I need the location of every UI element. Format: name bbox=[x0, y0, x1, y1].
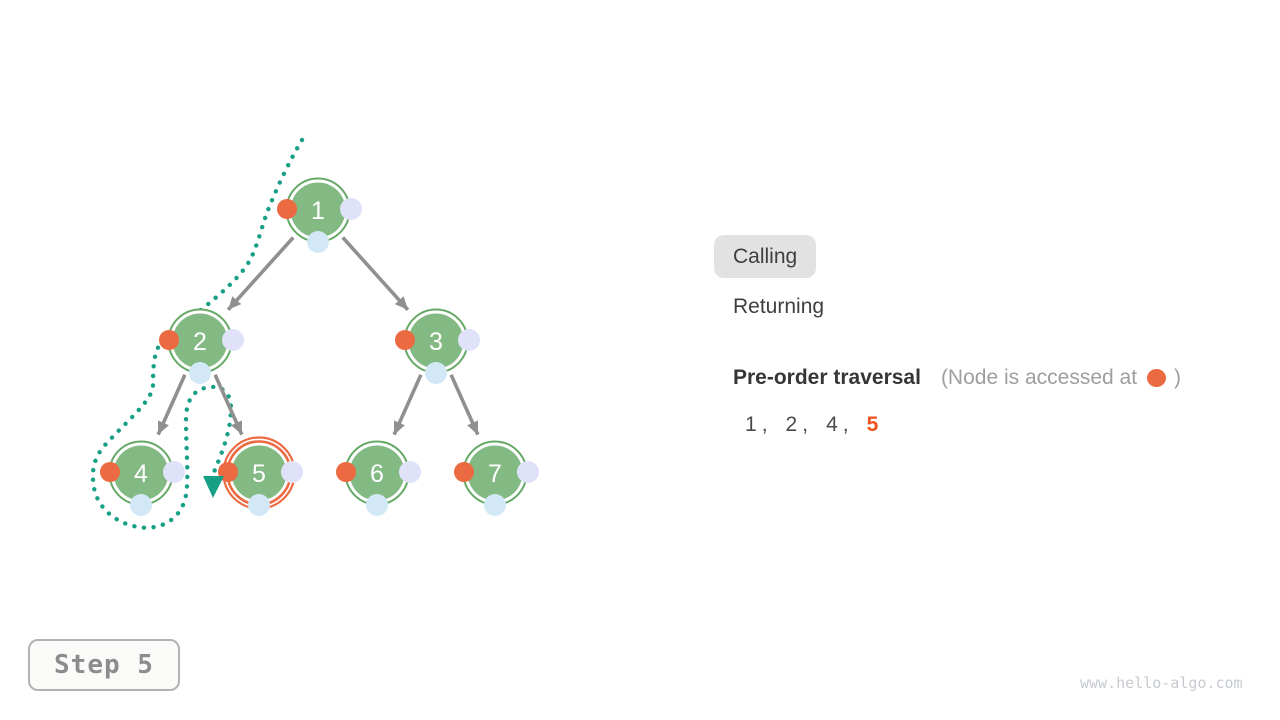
node-circle bbox=[231, 445, 287, 501]
tree-edge-3-7 bbox=[449, 374, 480, 436]
traversal-sequence: 1,2,4,5 bbox=[745, 413, 878, 437]
sequence-value: 4 bbox=[826, 413, 838, 436]
access-dot-icon bbox=[159, 330, 179, 350]
sequence-separator: , bbox=[842, 413, 849, 436]
traversal-note-suffix: ) bbox=[1174, 366, 1182, 389]
bottom-pointer-dot-icon bbox=[248, 494, 270, 516]
watermark: www.hello-algo.com bbox=[1080, 674, 1243, 692]
access-dot-icon bbox=[277, 199, 297, 219]
node-value-label: 4 bbox=[134, 460, 148, 488]
node-circle bbox=[172, 313, 228, 369]
tree-node-4: 4 bbox=[100, 440, 185, 516]
step-indicator: Step 5 bbox=[28, 639, 180, 691]
legend-returning-label: Returning bbox=[733, 295, 825, 318]
node-value-label: 6 bbox=[370, 460, 384, 488]
right-pointer-dot-icon bbox=[517, 461, 539, 483]
tree-node-6: 6 bbox=[336, 440, 421, 516]
legend-calling-label: Calling bbox=[733, 245, 798, 268]
node-value-label: 7 bbox=[488, 460, 502, 488]
tree-node-7: 7 bbox=[454, 440, 539, 516]
bottom-pointer-dot-icon bbox=[189, 362, 211, 384]
sequence-separator: , bbox=[761, 413, 768, 436]
bottom-pointer-dot-icon bbox=[484, 494, 506, 516]
step-label: Step 5 bbox=[54, 650, 154, 680]
tree-node-2: 2 bbox=[159, 308, 244, 384]
current-position-marker bbox=[203, 476, 224, 498]
tree-node-1: 1 bbox=[277, 177, 362, 253]
legend-calling-badge: Calling bbox=[714, 235, 817, 279]
traversal-path bbox=[90, 137, 305, 530]
tree-edge-2-5 bbox=[213, 374, 244, 436]
node-value-label: 2 bbox=[193, 328, 207, 356]
tree-node-3: 3 bbox=[395, 308, 480, 384]
right-pointer-dot-icon bbox=[281, 461, 303, 483]
node-value-label: 1 bbox=[311, 197, 325, 225]
tree-edge-1-2 bbox=[226, 236, 295, 311]
bottom-pointer-dot-icon bbox=[130, 494, 152, 516]
sequence-value: 2 bbox=[785, 413, 798, 436]
access-dot-icon bbox=[336, 462, 356, 482]
sequence-item: 2, bbox=[786, 413, 809, 437]
sequence-value: 5 bbox=[866, 413, 879, 436]
right-pointer-dot-icon bbox=[399, 461, 421, 483]
bottom-pointer-dot-icon bbox=[425, 362, 447, 384]
tree-edge-2-4 bbox=[156, 374, 187, 436]
node-value-label: 5 bbox=[252, 460, 266, 488]
sequence-item: 4, bbox=[826, 413, 849, 437]
bottom-pointer-dot-icon bbox=[366, 494, 388, 516]
right-pointer-dot-icon bbox=[458, 329, 480, 351]
sequence-separator: , bbox=[802, 413, 809, 436]
sequence-item: 1, bbox=[745, 413, 768, 437]
sequence-item: 5 bbox=[867, 413, 879, 437]
node-circle bbox=[113, 445, 169, 501]
traversal-title: Pre-order traversal bbox=[733, 366, 921, 389]
access-marker-icon bbox=[1147, 369, 1167, 387]
access-dot-icon bbox=[100, 462, 120, 482]
tree-node-5: 5 bbox=[218, 436, 303, 516]
node-circle bbox=[349, 445, 405, 501]
node-circle bbox=[408, 313, 464, 369]
access-dot-icon bbox=[454, 462, 474, 482]
node-circle bbox=[467, 445, 523, 501]
sequence-value: 1 bbox=[745, 413, 757, 436]
right-pointer-dot-icon bbox=[340, 198, 362, 220]
access-dot-icon bbox=[395, 330, 415, 350]
node-value-label: 3 bbox=[429, 328, 443, 356]
traversal-header: Pre-order traversal (Node is accessed at… bbox=[733, 366, 1181, 390]
traversal-note: (Node is accessed at ) bbox=[941, 366, 1181, 390]
right-pointer-dot-icon bbox=[163, 461, 185, 483]
node-circle bbox=[290, 182, 346, 238]
bottom-pointer-dot-icon bbox=[307, 231, 329, 253]
tree-edge-3-6 bbox=[392, 374, 423, 436]
right-pointer-dot-icon bbox=[222, 329, 244, 351]
tree-edge-1-3 bbox=[341, 236, 410, 311]
traversal-note-prefix: (Node is accessed at bbox=[940, 366, 1138, 389]
